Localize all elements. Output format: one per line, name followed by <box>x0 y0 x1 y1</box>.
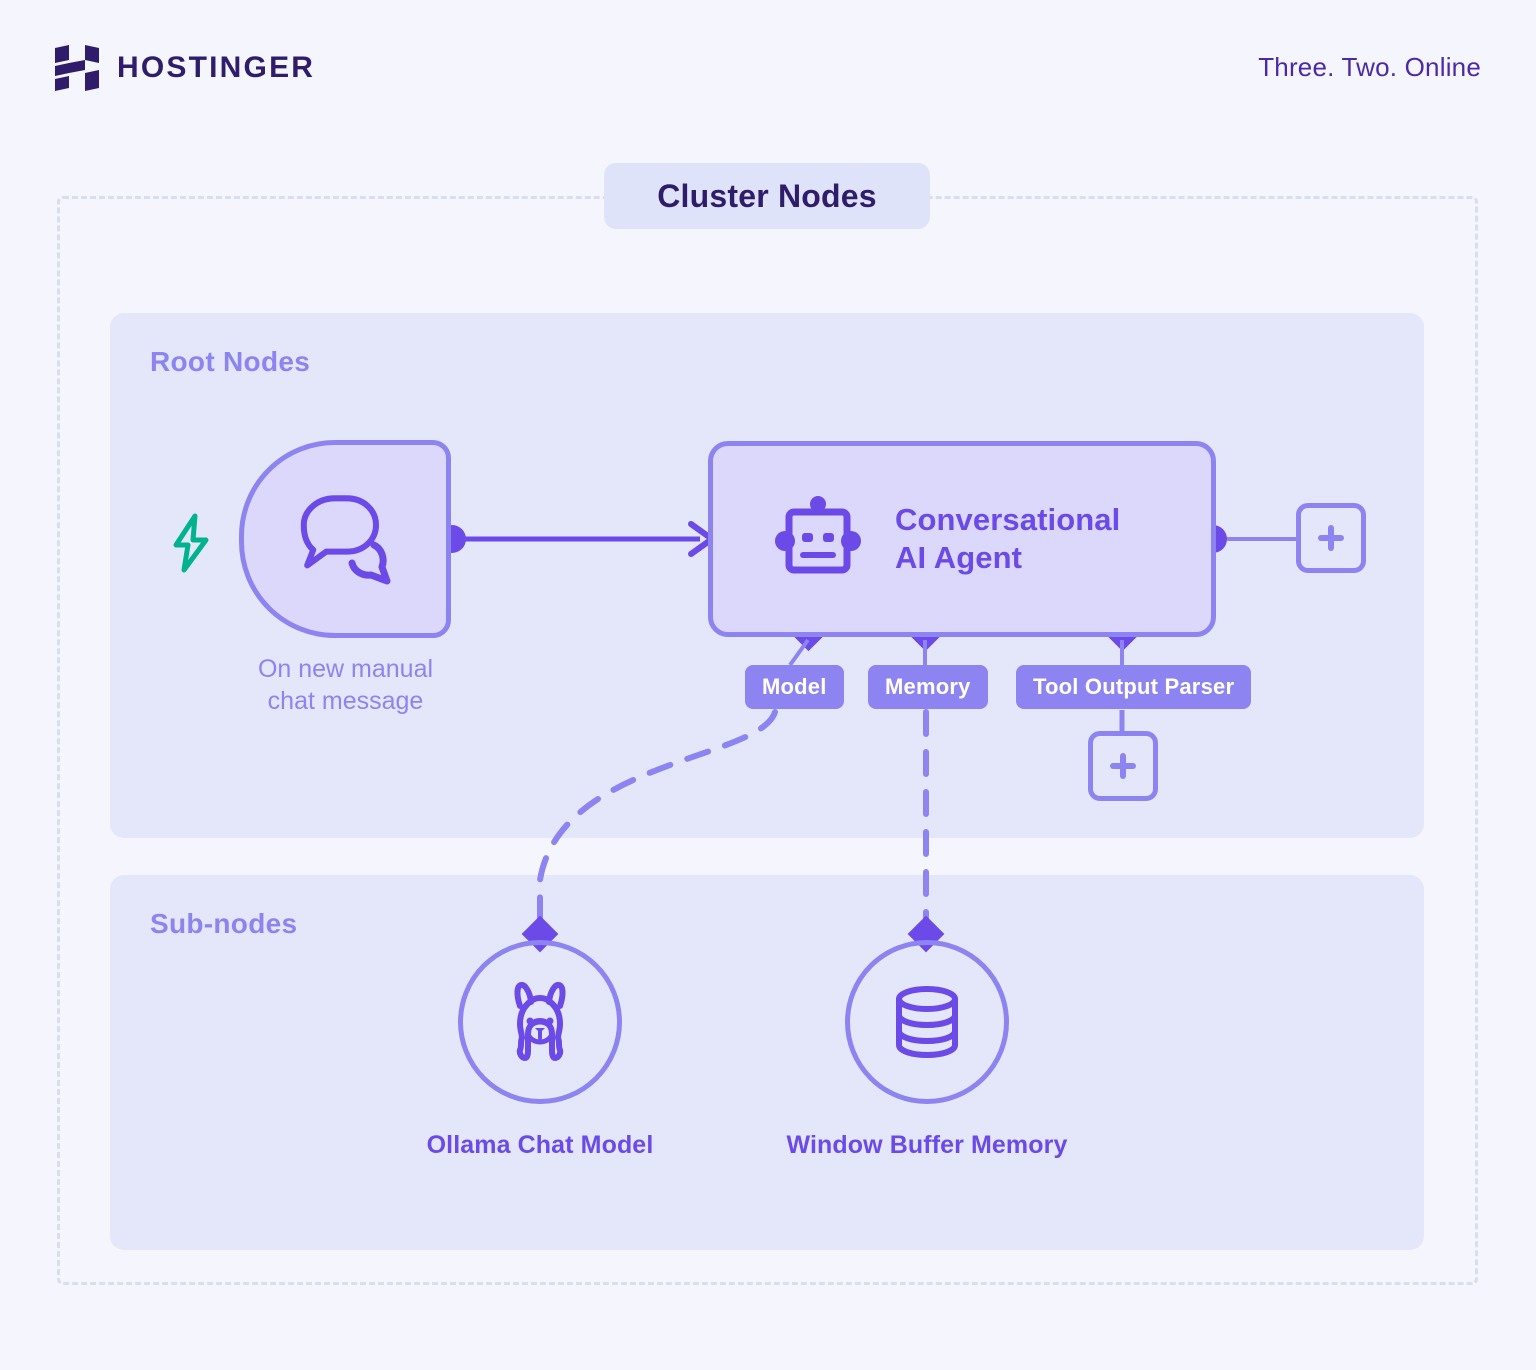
hostinger-h-logo-icon <box>55 45 99 91</box>
lightning-bolt-icon <box>173 513 209 573</box>
trigger-caption-line-2: chat message <box>267 687 424 715</box>
sub-node-window-buffer-memory[interactable] <box>845 940 1009 1104</box>
agent-title-line-1: Conversational <box>895 502 1121 538</box>
brand-tagline: Three. Two. Online <box>1258 52 1481 82</box>
sub-nodes-panel: Sub-nodes <box>110 875 1424 1250</box>
port-label-memory[interactable]: Memory <box>868 665 988 709</box>
sub-node-label-ollama-chat-model: Ollama Chat Model <box>426 1131 654 1159</box>
trigger-caption-line-1: On new manual <box>257 655 434 683</box>
port-label-tool-output-parser[interactable]: Tool Output Parser <box>1016 665 1252 709</box>
agent-node-title: Conversational AI Agent <box>895 501 1120 577</box>
add-tool-output-parser-button[interactable] <box>1088 731 1158 801</box>
llama-icon <box>514 981 566 1061</box>
database-icon <box>896 986 958 1059</box>
trigger-node-caption: On new manual chat message <box>198 653 493 717</box>
agent-node-conversational-ai-agent[interactable]: Conversational AI Agent <box>708 441 1216 637</box>
agent-title-line-2: AI Agent <box>895 540 1023 575</box>
sub-node-ollama-chat-model[interactable] <box>458 940 622 1104</box>
sub-node-label-window-buffer-memory: Window Buffer Memory <box>786 1131 1068 1159</box>
sub-nodes-label: Sub-nodes <box>150 908 298 939</box>
page-header: HOSTINGER Three. Two. Online <box>0 0 1536 140</box>
port-label-model[interactable]: Model <box>745 665 844 709</box>
brand: HOSTINGER <box>55 45 315 91</box>
trigger-node-on-new-manual-chat-message[interactable] <box>239 440 451 638</box>
brand-name: HOSTINGER <box>117 51 316 84</box>
chat-bubbles-icon <box>300 495 391 585</box>
root-nodes-label: Root Nodes <box>150 346 311 377</box>
add-node-button-right[interactable] <box>1296 503 1366 573</box>
robot-icon <box>775 496 861 574</box>
cluster-title-badge: Cluster Nodes <box>604 163 930 229</box>
